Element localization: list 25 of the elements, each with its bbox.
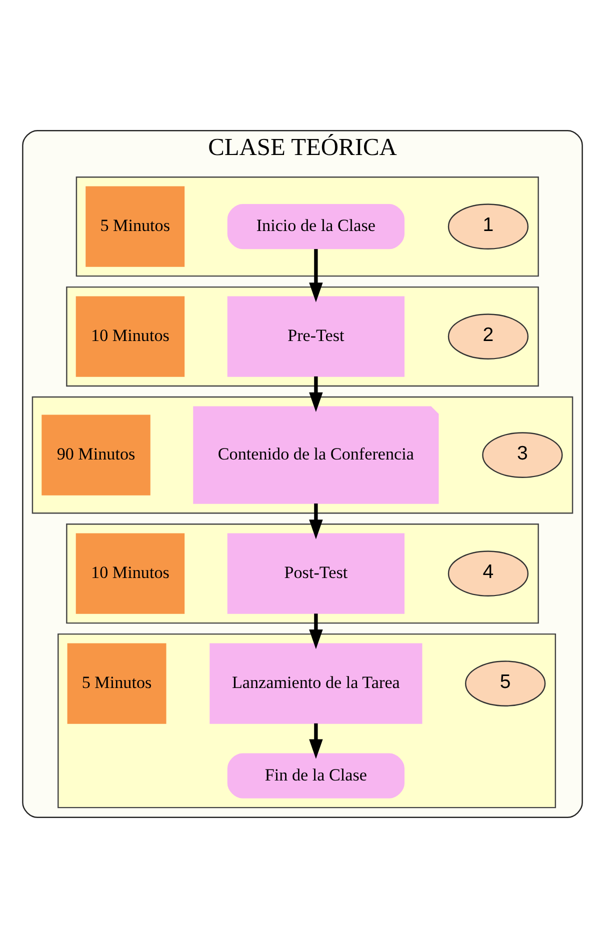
node-box: 5 Minutos — [86, 186, 185, 267]
arrow — [309, 723, 323, 759]
node-ellipse: 5 — [465, 660, 546, 706]
node-ellipse: 3 — [482, 432, 563, 478]
cluster — [76, 176, 539, 277]
node-ellipse: 1 — [448, 204, 529, 250]
node-box: Fin de la Clase — [227, 753, 405, 798]
node-box: Lanzamiento de la Tarea — [210, 643, 422, 724]
arrow — [309, 249, 323, 302]
node-box: Inicio de la Clase — [227, 204, 405, 250]
node-box: 5 Minutos — [67, 643, 166, 724]
node-ellipse: 4 — [448, 550, 529, 597]
node-box: 90 Minutos — [42, 414, 150, 496]
arrow — [309, 614, 323, 650]
cluster — [66, 523, 539, 624]
cluster — [32, 396, 574, 514]
node-ellipse: 2 — [448, 314, 529, 360]
node-box: 10 Minutos — [76, 296, 185, 377]
arrow — [309, 504, 323, 540]
node-box: 10 Minutos — [76, 533, 185, 614]
cluster — [66, 286, 539, 387]
arrow — [309, 376, 323, 412]
node-box: Pre-Test — [227, 296, 405, 377]
cluster — [58, 633, 556, 808]
node-box: Post-Test — [227, 533, 405, 614]
